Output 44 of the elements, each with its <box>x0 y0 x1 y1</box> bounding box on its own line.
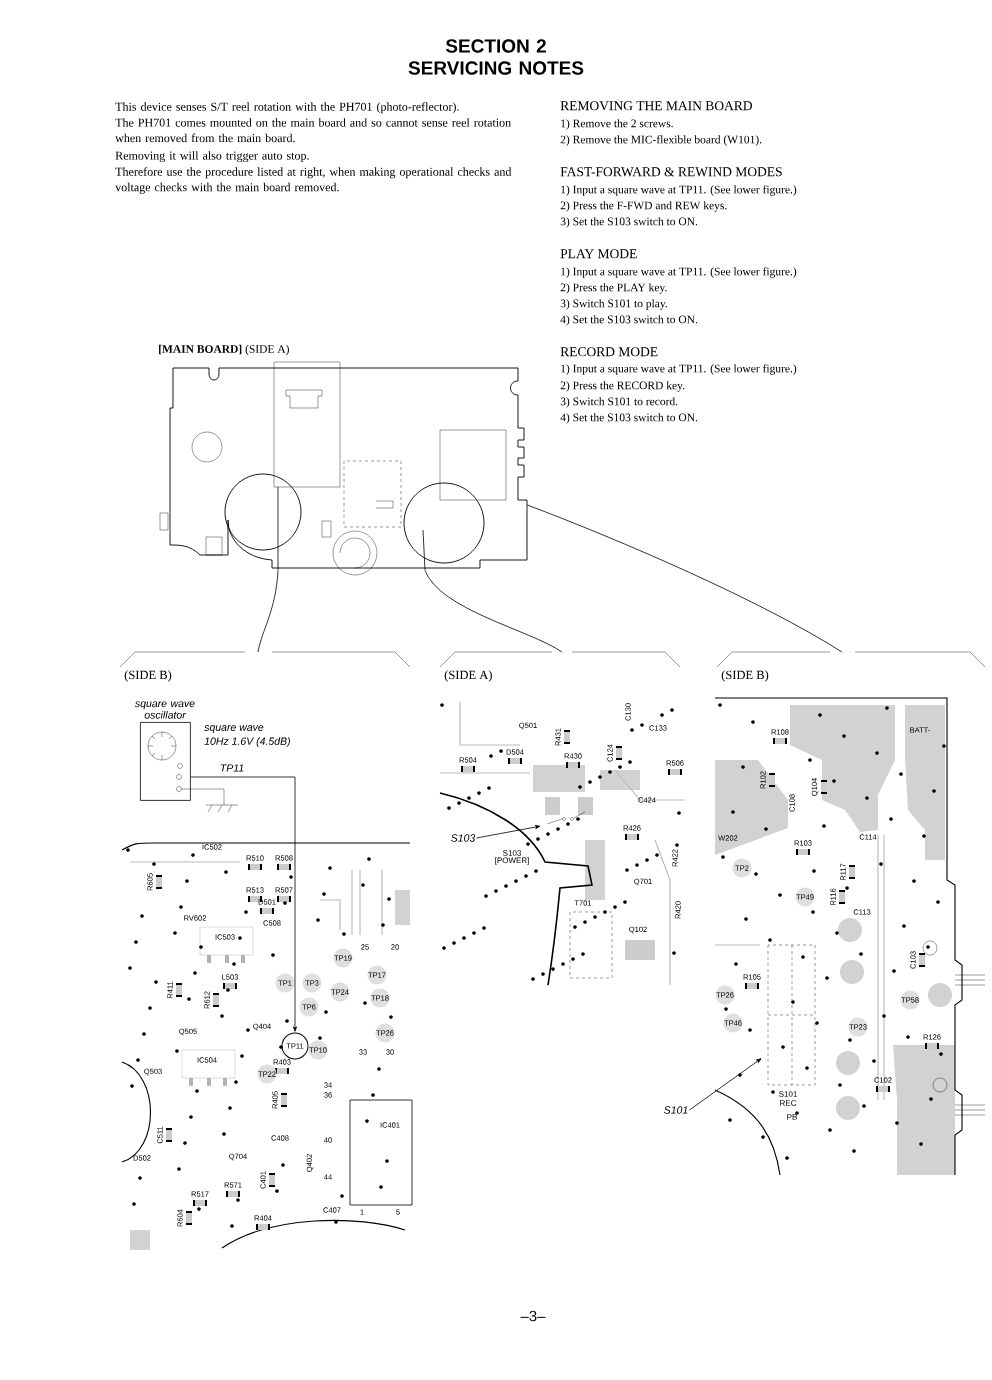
leader-arrow <box>689 1058 762 1111</box>
section-heading: PLAY MODE <box>560 249 637 259</box>
instruction-step: 1) Input a square wave at TP11. (See lower figure.) <box>561 185 797 196</box>
figure-heading: [MAIN BOARD] (SIDE A) <box>159 344 289 356</box>
instruction-step: 1) Input a square wave at TP11. (See lower figure.) <box>561 267 797 278</box>
callout-line <box>257 570 279 653</box>
paragraph: The PH701 comes mounted on the main board and so cannot sense reel rotation when removed from the main board. <box>115 118 511 143</box>
instruction-step: 1) Input a square wave at TP11. (See lower figure.) <box>561 364 797 375</box>
section-heading: REMOVING THE MAIN BOARD <box>560 101 752 111</box>
switch-label: S103 <box>503 850 521 856</box>
instruction-step: 1) Remove the 2 screws. <box>561 119 673 130</box>
callout-text: S101 <box>664 1106 688 1114</box>
switch-label: REC <box>780 1100 797 1106</box>
callout-text: S103 <box>451 834 476 842</box>
paragraph: This device senses S/T reel rotation with the PH701 (photo-reflector). <box>115 102 459 114</box>
annotation: 10Hz 1.6V (4.5dB) <box>204 737 290 747</box>
panel-heading: (SIDE B) <box>721 670 769 682</box>
instruction-step: 4) Set the S103 switch to ON. <box>560 315 698 326</box>
instruction-step: 2) Press the PLAY key. <box>560 283 667 294</box>
instruction-step: 3) Switch S101 to record. <box>560 397 678 408</box>
page-number: –3– <box>520 1310 546 1322</box>
paragraph: Removing it will also trigger auto stop. <box>115 151 309 163</box>
section-heading: FAST-FORWARD & REWIND MODES <box>560 167 782 177</box>
box-heading: square wave oscillator <box>134 701 195 719</box>
annotation: square wave <box>204 725 264 734</box>
switch-label: PB <box>787 1114 797 1120</box>
instruction-step: 2) Press the F-FWD and REW keys. <box>560 201 727 212</box>
page-title: SECTION 2 SERVICING NOTES <box>408 39 584 75</box>
section-heading: RECORD MODE <box>560 347 658 357</box>
instruction-step: 2) Press the RECORD key. <box>560 381 685 392</box>
callout-line <box>527 504 843 653</box>
switch-label: [POWER] <box>495 857 529 865</box>
leader-arrow <box>476 825 541 839</box>
instruction-step: 3) Set the S103 switch to ON. <box>560 217 698 228</box>
switch-label: S101 <box>779 1091 797 1097</box>
instruction-step: 2) Remove the MIC-flexible board (W101). <box>560 135 762 146</box>
signal-wire <box>190 776 297 1032</box>
paragraph: Therefore use the procedure listed at right, when making operational checks and voltage checks with the main board removed. <box>115 167 512 194</box>
callout-line <box>424 570 563 653</box>
panel-heading: (SIDE B) <box>124 670 172 682</box>
instruction-step: 4) Set the S103 switch to ON. <box>560 413 698 424</box>
panel-heading: (SIDE A) <box>444 670 492 682</box>
instruction-step: 3) Switch S101 to play. <box>560 299 667 310</box>
edge-label: TP11 <box>218 763 246 773</box>
